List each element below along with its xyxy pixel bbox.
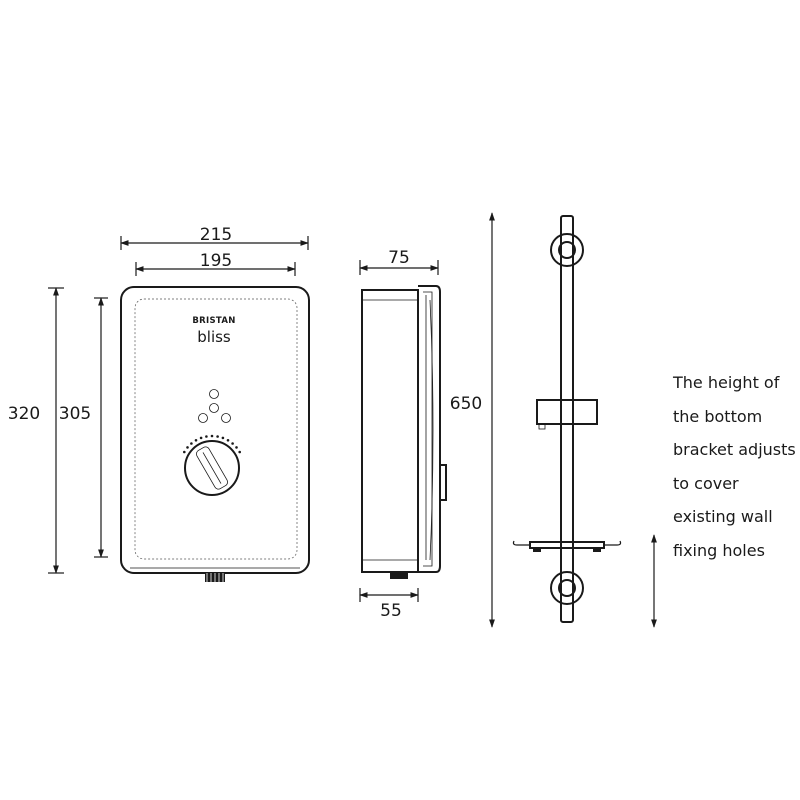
dial-scale-dot — [190, 442, 193, 445]
note-line: fixing holes — [673, 540, 765, 560]
depth-dimension: 75 — [359, 248, 439, 275]
dial-scale-dot — [231, 442, 234, 445]
temperature-dial — [183, 434, 241, 496]
inner-width-dimension: 195 — [135, 251, 296, 276]
bracket-adjustment-note: The height of the bottom bracket adjusts… — [673, 366, 798, 567]
side-front-cover — [418, 285, 441, 573]
side-view: 75 55 — [359, 248, 447, 621]
inner-height-label: 305 — [59, 404, 91, 424]
side-dial — [440, 464, 447, 501]
dial-scale-dot — [238, 450, 241, 454]
dial-scale-dot — [183, 450, 186, 454]
dial-scale-dot — [235, 446, 238, 449]
front-view: 215 195 320 305 BRISTAN bliss — [8, 225, 310, 582]
side-outlet — [390, 572, 408, 579]
overall-width-label: 215 — [200, 225, 232, 245]
overall-height-label: 320 — [8, 404, 40, 424]
brand-logo: BRISTAN — [192, 316, 235, 326]
rail-height-label: 650 — [450, 394, 482, 414]
depth-label: 75 — [388, 248, 410, 268]
rail-height-dimension: 650 — [450, 212, 495, 628]
inner-width-label: 195 — [200, 251, 232, 271]
handset-slider — [536, 399, 598, 430]
riser-rail-view: 650 — [450, 212, 657, 628]
outlet-offset-label: 55 — [380, 601, 402, 621]
note-line: to cover — [673, 473, 739, 493]
dial-scale-dot — [186, 446, 189, 449]
front-panel-outline — [134, 298, 298, 560]
side-housing-body — [361, 289, 419, 573]
rail-bar — [560, 215, 574, 623]
note-line: existing wall — [673, 507, 773, 526]
note-line: the bottom — [673, 406, 763, 426]
model-name: bliss — [197, 328, 231, 346]
indicator-lights — [198, 389, 231, 423]
soap-dish — [512, 540, 622, 552]
outlet-offset-dimension: 55 — [359, 588, 419, 621]
note-line: bracket adjusts — [673, 440, 796, 459]
top-wall-bracket — [550, 216, 584, 267]
outlet-fitting — [205, 573, 225, 582]
dial-scale-dot — [216, 435, 219, 438]
overall-width-dimension: 215 — [120, 225, 309, 250]
dial-scale-dot — [221, 436, 225, 440]
note-line: The height of — [673, 373, 780, 392]
dial-scale-dot — [194, 439, 198, 442]
dial-scale-dot — [210, 434, 214, 438]
dial-scale-dot — [199, 436, 203, 440]
dial-scale-dot — [226, 439, 230, 442]
bottom-wall-bracket — [550, 571, 584, 605]
dial-scale-dot — [205, 435, 208, 438]
overall-height-dimension: 320 — [8, 287, 64, 574]
inner-height-dimension: 305 — [59, 297, 108, 558]
